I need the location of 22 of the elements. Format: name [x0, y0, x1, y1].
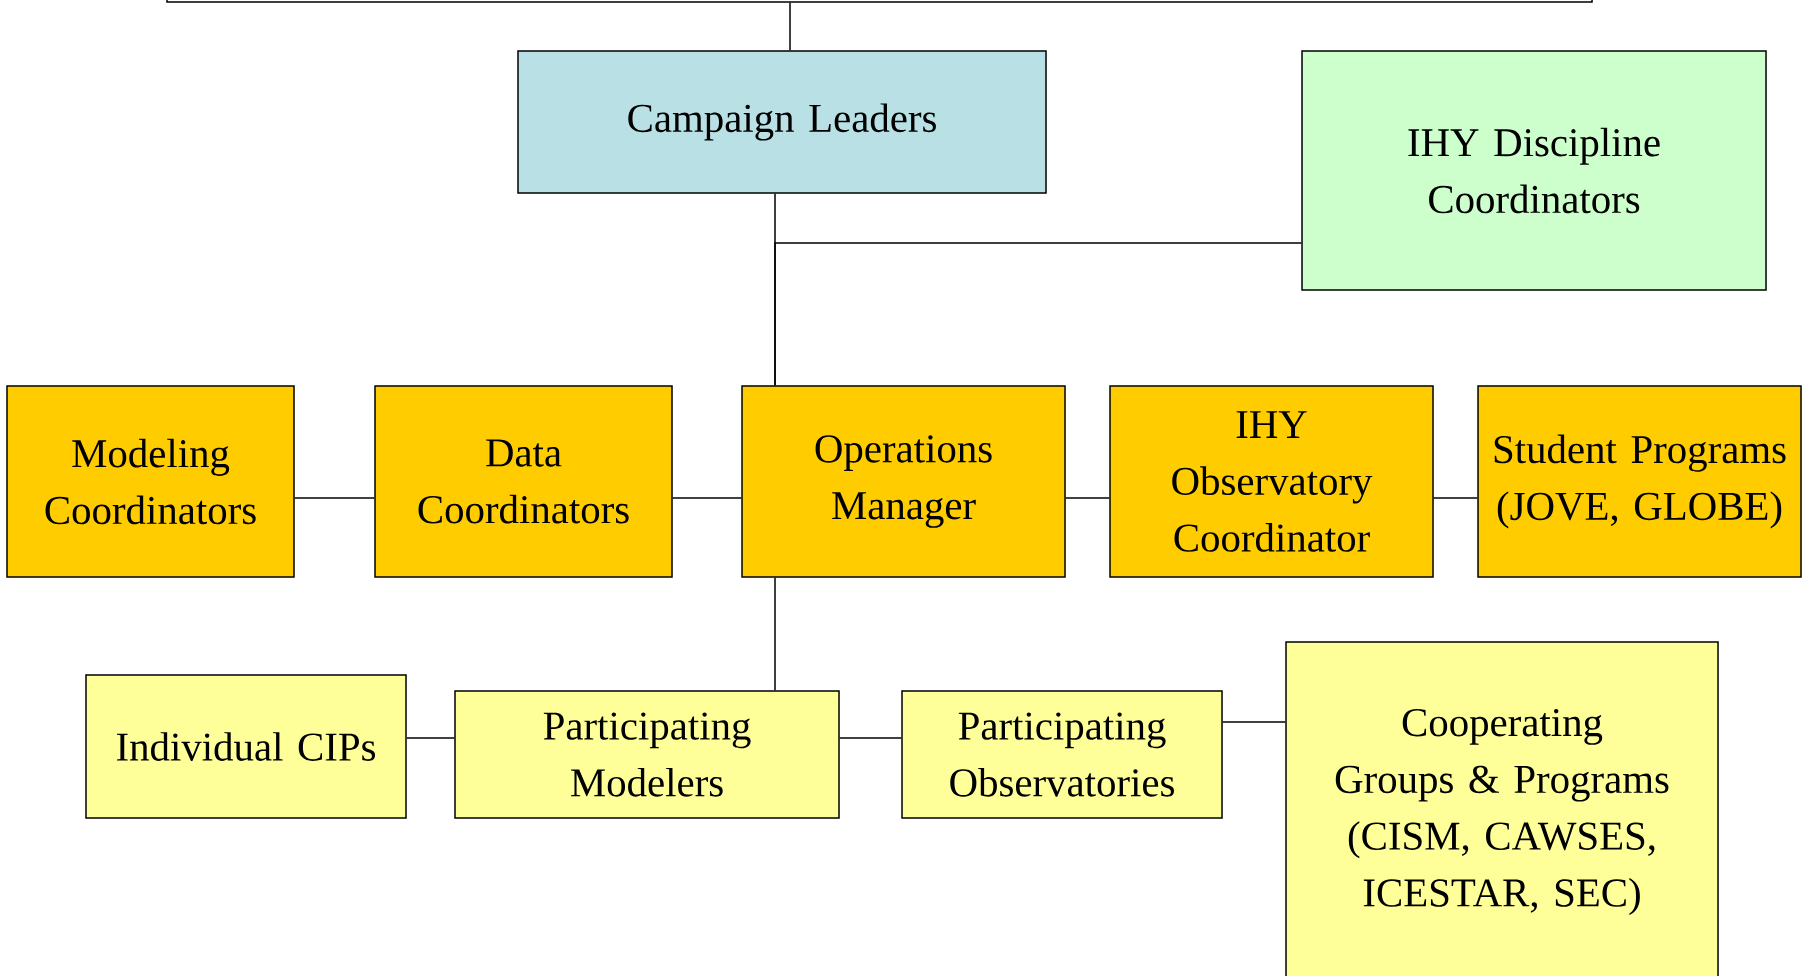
org-box: Operations Manager — [741, 385, 1066, 578]
org-box: Student Programs (JOVE, GLOBE) — [1477, 385, 1802, 578]
connector-line — [774, 577, 776, 691]
org-box: Cooperating Groups & Programs (CISM, CAWSES, ICESTAR, SEC) — [1285, 641, 1719, 976]
org-box: IHY Observatory Coordinator — [1109, 385, 1434, 578]
org-box: IHY Discipline Coordinators — [1301, 50, 1767, 291]
org-box: Data Coordinators — [374, 385, 673, 578]
org-box: Participating Modelers — [454, 690, 840, 819]
org-box: Individual CIPs — [85, 674, 407, 819]
connector-line — [789, 2, 791, 51]
connector-line — [672, 497, 742, 499]
connector-line — [839, 737, 902, 739]
box — [166, 0, 1593, 3]
connector-line — [1222, 721, 1286, 723]
org-box: Modeling Coordinators — [6, 385, 295, 578]
connector-line — [1065, 497, 1110, 499]
connector-line — [294, 497, 375, 499]
connector-line — [406, 737, 455, 739]
connector-line — [774, 242, 1302, 386]
org-box: Campaign Leaders — [517, 50, 1047, 194]
connector-line — [1433, 497, 1478, 499]
org-box: Participating Observatories — [901, 690, 1223, 819]
